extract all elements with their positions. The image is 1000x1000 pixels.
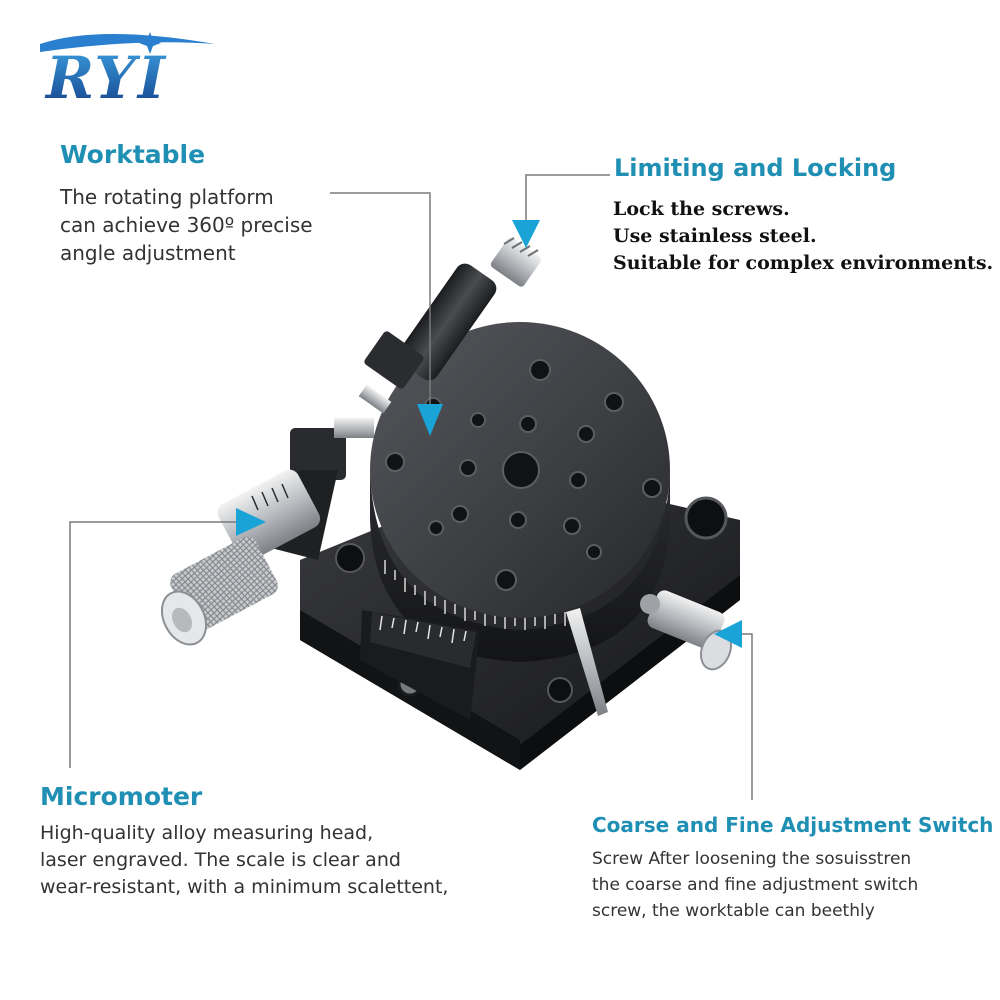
micrometer-title: Micromoter	[40, 782, 203, 811]
worktable-title: Worktable	[60, 140, 206, 169]
worktable-leader	[330, 192, 431, 420]
base-hole	[684, 496, 728, 540]
brand-logo-mark: RYI	[40, 32, 215, 112]
coarse-fine-description: Screw After loosening the sosuisstren th…	[592, 846, 918, 924]
coarse-arrow	[714, 620, 742, 648]
worktable-arrow	[417, 404, 443, 436]
brand-logo-text: RYI	[44, 44, 167, 107]
micrometer-desc-line: wear-resistant, with a minimum scaletten…	[40, 876, 449, 898]
brand-logo: RYI	[30, 22, 230, 112]
micrometer-desc-line: High-quality alloy measuring head,	[40, 822, 374, 844]
micrometer-head	[160, 418, 374, 646]
limiting-leader	[525, 174, 610, 224]
micrometer-leader	[69, 521, 236, 768]
micrometer-description: High-quality alloy measuring head, laser…	[40, 820, 448, 901]
micrometer-arrow	[236, 508, 266, 536]
limiting-desc-line: Suitable for complex environments.	[613, 252, 994, 274]
worktable-desc-line: can achieve 360º precise	[60, 213, 313, 237]
coarse-fine-desc-line: Screw After loosening the sosuisstren	[592, 849, 912, 869]
limiting-title: Limiting and Locking	[614, 154, 897, 182]
coarse-fine-desc-line: screw, the worktable can beethly	[592, 901, 875, 921]
worktable-desc-line: The rotating platform	[60, 185, 274, 209]
coarse-fine-title: Coarse and Fine Adjustment Switch	[592, 813, 994, 837]
limiting-description: Lock the screws. Use stainless steel. Su…	[613, 196, 993, 277]
coarse-fine-knob	[640, 590, 732, 671]
limiting-arrow	[512, 220, 540, 248]
worktable-desc-line: angle adjustment	[60, 241, 236, 265]
limiting-desc-line: Lock the screws.	[613, 198, 790, 220]
coarse-leader	[726, 633, 753, 800]
limiting-desc-line: Use stainless steel.	[613, 225, 817, 247]
locking-screw	[358, 237, 542, 414]
worktable-description: The rotating platform can achieve 360º p…	[60, 183, 313, 267]
micrometer-desc-line: laser engraved. The scale is clear and	[40, 849, 401, 871]
coarse-fine-desc-line: the coarse and fine adjustment switch	[592, 875, 919, 895]
